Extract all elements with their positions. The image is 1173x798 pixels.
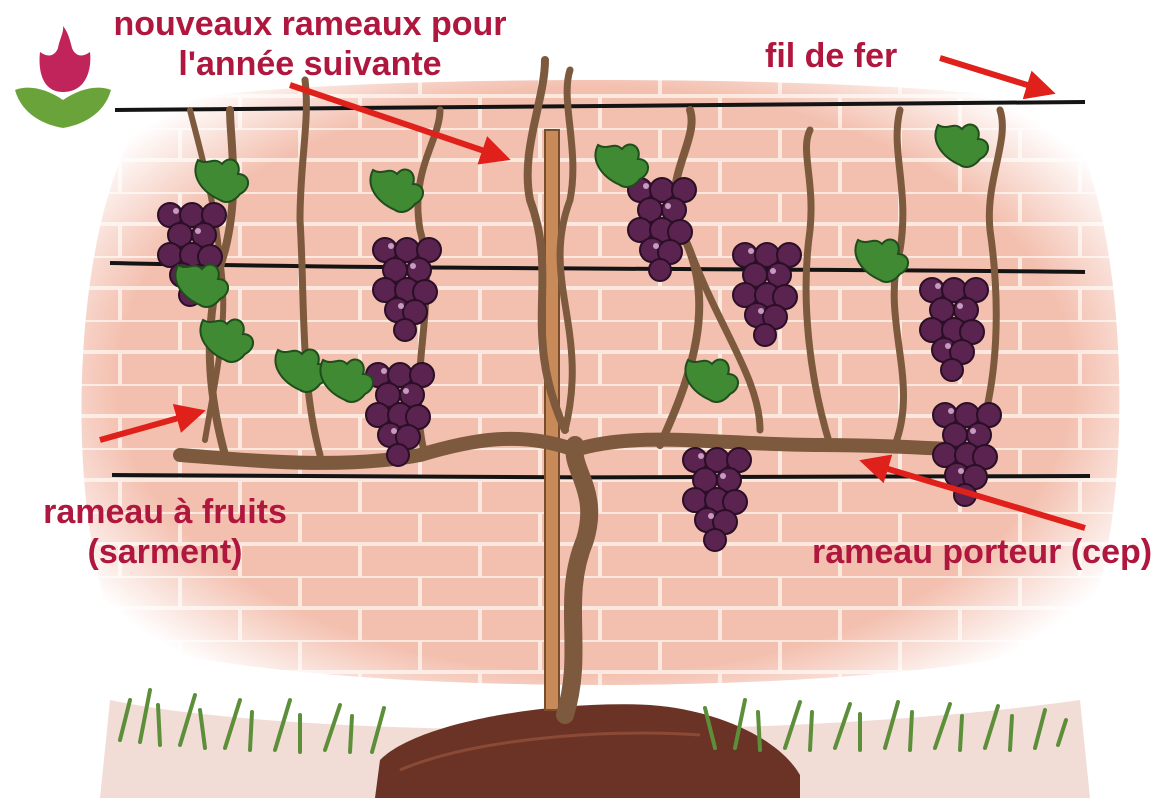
label-fruit-branch-line1: rameau à fruits	[30, 492, 300, 532]
label-fruit-branch: rameau à fruits (sarment)	[30, 492, 300, 572]
label-carrier-branch-text: rameau porteur (cep)	[812, 532, 1152, 572]
label-new-shoots-line2: l'année suivante	[110, 44, 510, 84]
label-wire-text: fil de fer	[765, 36, 897, 76]
label-wire: fil de fer	[765, 36, 897, 76]
label-carrier-branch: rameau porteur (cep)	[812, 532, 1152, 572]
label-new-shoots: nouveaux rameaux pour l'année suivante	[110, 4, 510, 84]
label-fruit-branch-line2: (sarment)	[30, 532, 300, 572]
label-new-shoots-line1: nouveaux rameaux pour	[110, 4, 510, 44]
